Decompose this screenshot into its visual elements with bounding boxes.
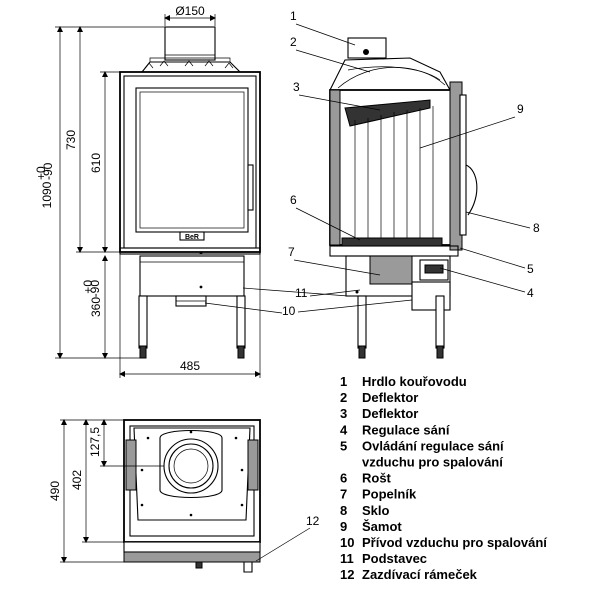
legend-text: Šamot	[362, 519, 402, 534]
legend-text: Sklo	[362, 503, 390, 518]
dim-flue-offset: 127,5	[88, 427, 102, 457]
legend-text: Deflektor	[362, 406, 418, 421]
callout-11: 11	[295, 286, 308, 300]
legend-text: Ovládání regulace sání	[362, 438, 504, 453]
front-view: BeR	[119, 26, 261, 359]
legend-number: 4	[340, 422, 348, 437]
legend-number: 2	[340, 390, 347, 405]
dim-door-height: 610	[89, 153, 103, 173]
door-glass	[135, 87, 249, 233]
legend-text: Zazdívací rámeček	[362, 567, 478, 582]
legend-number: 10	[340, 535, 354, 550]
front-body-frame	[119, 71, 261, 253]
deflector	[344, 99, 431, 127]
front-dimensions: Ø150 1090 +0 -90 730 610 360 +0 -90 485	[34, 4, 261, 378]
legend-number: 3	[340, 406, 347, 421]
flue-collar	[164, 26, 216, 61]
svg-text:-90: -90	[41, 162, 55, 180]
chamotte-lines	[354, 106, 434, 238]
legend-number: 6	[340, 471, 347, 486]
legend-text: Deflektor	[362, 390, 418, 405]
svg-text:+0: +0	[81, 280, 95, 294]
dim-total-height: 1090	[40, 181, 54, 208]
callout-2: 2	[290, 35, 297, 49]
legend-number: 8	[340, 503, 347, 518]
legend-number: 5	[340, 438, 347, 453]
dim-depth-inner: 402	[70, 470, 84, 490]
callout-12: 12	[306, 514, 320, 528]
legend-number: 7	[340, 487, 347, 502]
side-flue-collar	[347, 37, 387, 59]
legend-number: 9	[340, 519, 347, 534]
callout-9: 9	[517, 102, 524, 116]
legend-text: Podstavec	[362, 551, 427, 566]
callout-10: 10	[282, 304, 296, 318]
brand-badge: BeR	[185, 234, 199, 241]
grate	[341, 237, 443, 247]
callout-1: 1	[290, 9, 297, 23]
dim-depth: 490	[48, 481, 62, 501]
callout-8: 8	[533, 221, 540, 235]
top-view	[123, 419, 261, 573]
door-handle	[247, 164, 254, 211]
ash-pan	[369, 255, 413, 285]
dim-width: 485	[180, 359, 200, 373]
legend-text: vzduchu pro spalování	[362, 455, 503, 470]
legend-text: Rošt	[362, 471, 392, 486]
legend-text: Popelník	[362, 487, 417, 502]
svg-text:-90: -90	[88, 280, 102, 298]
side-stand	[345, 255, 451, 297]
legend-text: Regulace sání	[362, 422, 450, 437]
side-callouts: 1 2 3 9 6 8 7 5 11 4 10	[204, 9, 540, 318]
dim-stand-height: 360	[89, 297, 103, 317]
callout-6: 6	[290, 193, 297, 207]
legend-text: Přívod vzduchu pro spalování	[362, 535, 547, 550]
legend-number: 1	[340, 374, 347, 389]
dim-body-height: 730	[64, 130, 78, 150]
side-door-handle	[465, 164, 478, 216]
built-in-frame	[123, 541, 261, 553]
top-flue-circle	[163, 438, 219, 494]
side-view	[329, 37, 478, 359]
top-outer-frame	[123, 419, 261, 543]
top-dimensions: 490 402 127,5 12	[48, 419, 320, 563]
top-flange	[144, 60, 234, 69]
dim-flue-diameter: Ø150	[175, 4, 205, 18]
legend-text: Hrdlo kouřovodu	[362, 374, 467, 389]
callout-4: 4	[527, 286, 534, 300]
callout-7: 7	[288, 245, 295, 259]
legend-number: 11	[340, 551, 354, 566]
callout-5: 5	[527, 262, 534, 276]
svg-text:+0: +0	[34, 166, 48, 180]
legend-number: 12	[340, 567, 354, 582]
callout-3: 3	[293, 80, 300, 94]
